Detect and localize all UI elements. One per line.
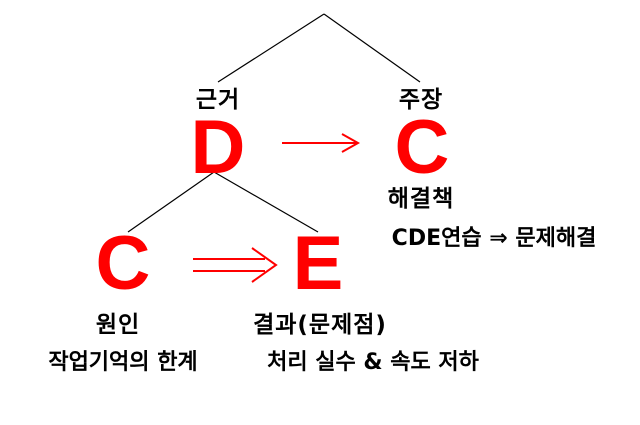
arrow-right-icon [282, 133, 361, 153]
letter-c-bottom: C [95, 221, 151, 306]
tree-line-top-left [217, 13, 325, 83]
letter-c-top: C [394, 105, 450, 190]
evidence-label: 근거 [195, 87, 241, 113]
cause-text: 작업기억의 한계 [48, 350, 198, 375]
cause-label: 원인 [95, 312, 141, 338]
double-arrow-right-icon [193, 247, 278, 283]
tree-line-bottom-right [213, 171, 319, 233]
letter-d: D [190, 105, 246, 190]
solution-text: CDE연습 ⇒ 문제해결 [391, 226, 597, 251]
claim-label: 주장 [398, 87, 444, 113]
solution-label: 해결책 [387, 186, 455, 212]
letter-e: E [292, 221, 344, 306]
tree-line-top-right [323, 13, 421, 83]
tree-line-bottom-left [127, 171, 215, 233]
result-label: 결과(문제점) [253, 312, 387, 338]
result-text: 처리 실수 & 속도 저하 [267, 350, 479, 375]
